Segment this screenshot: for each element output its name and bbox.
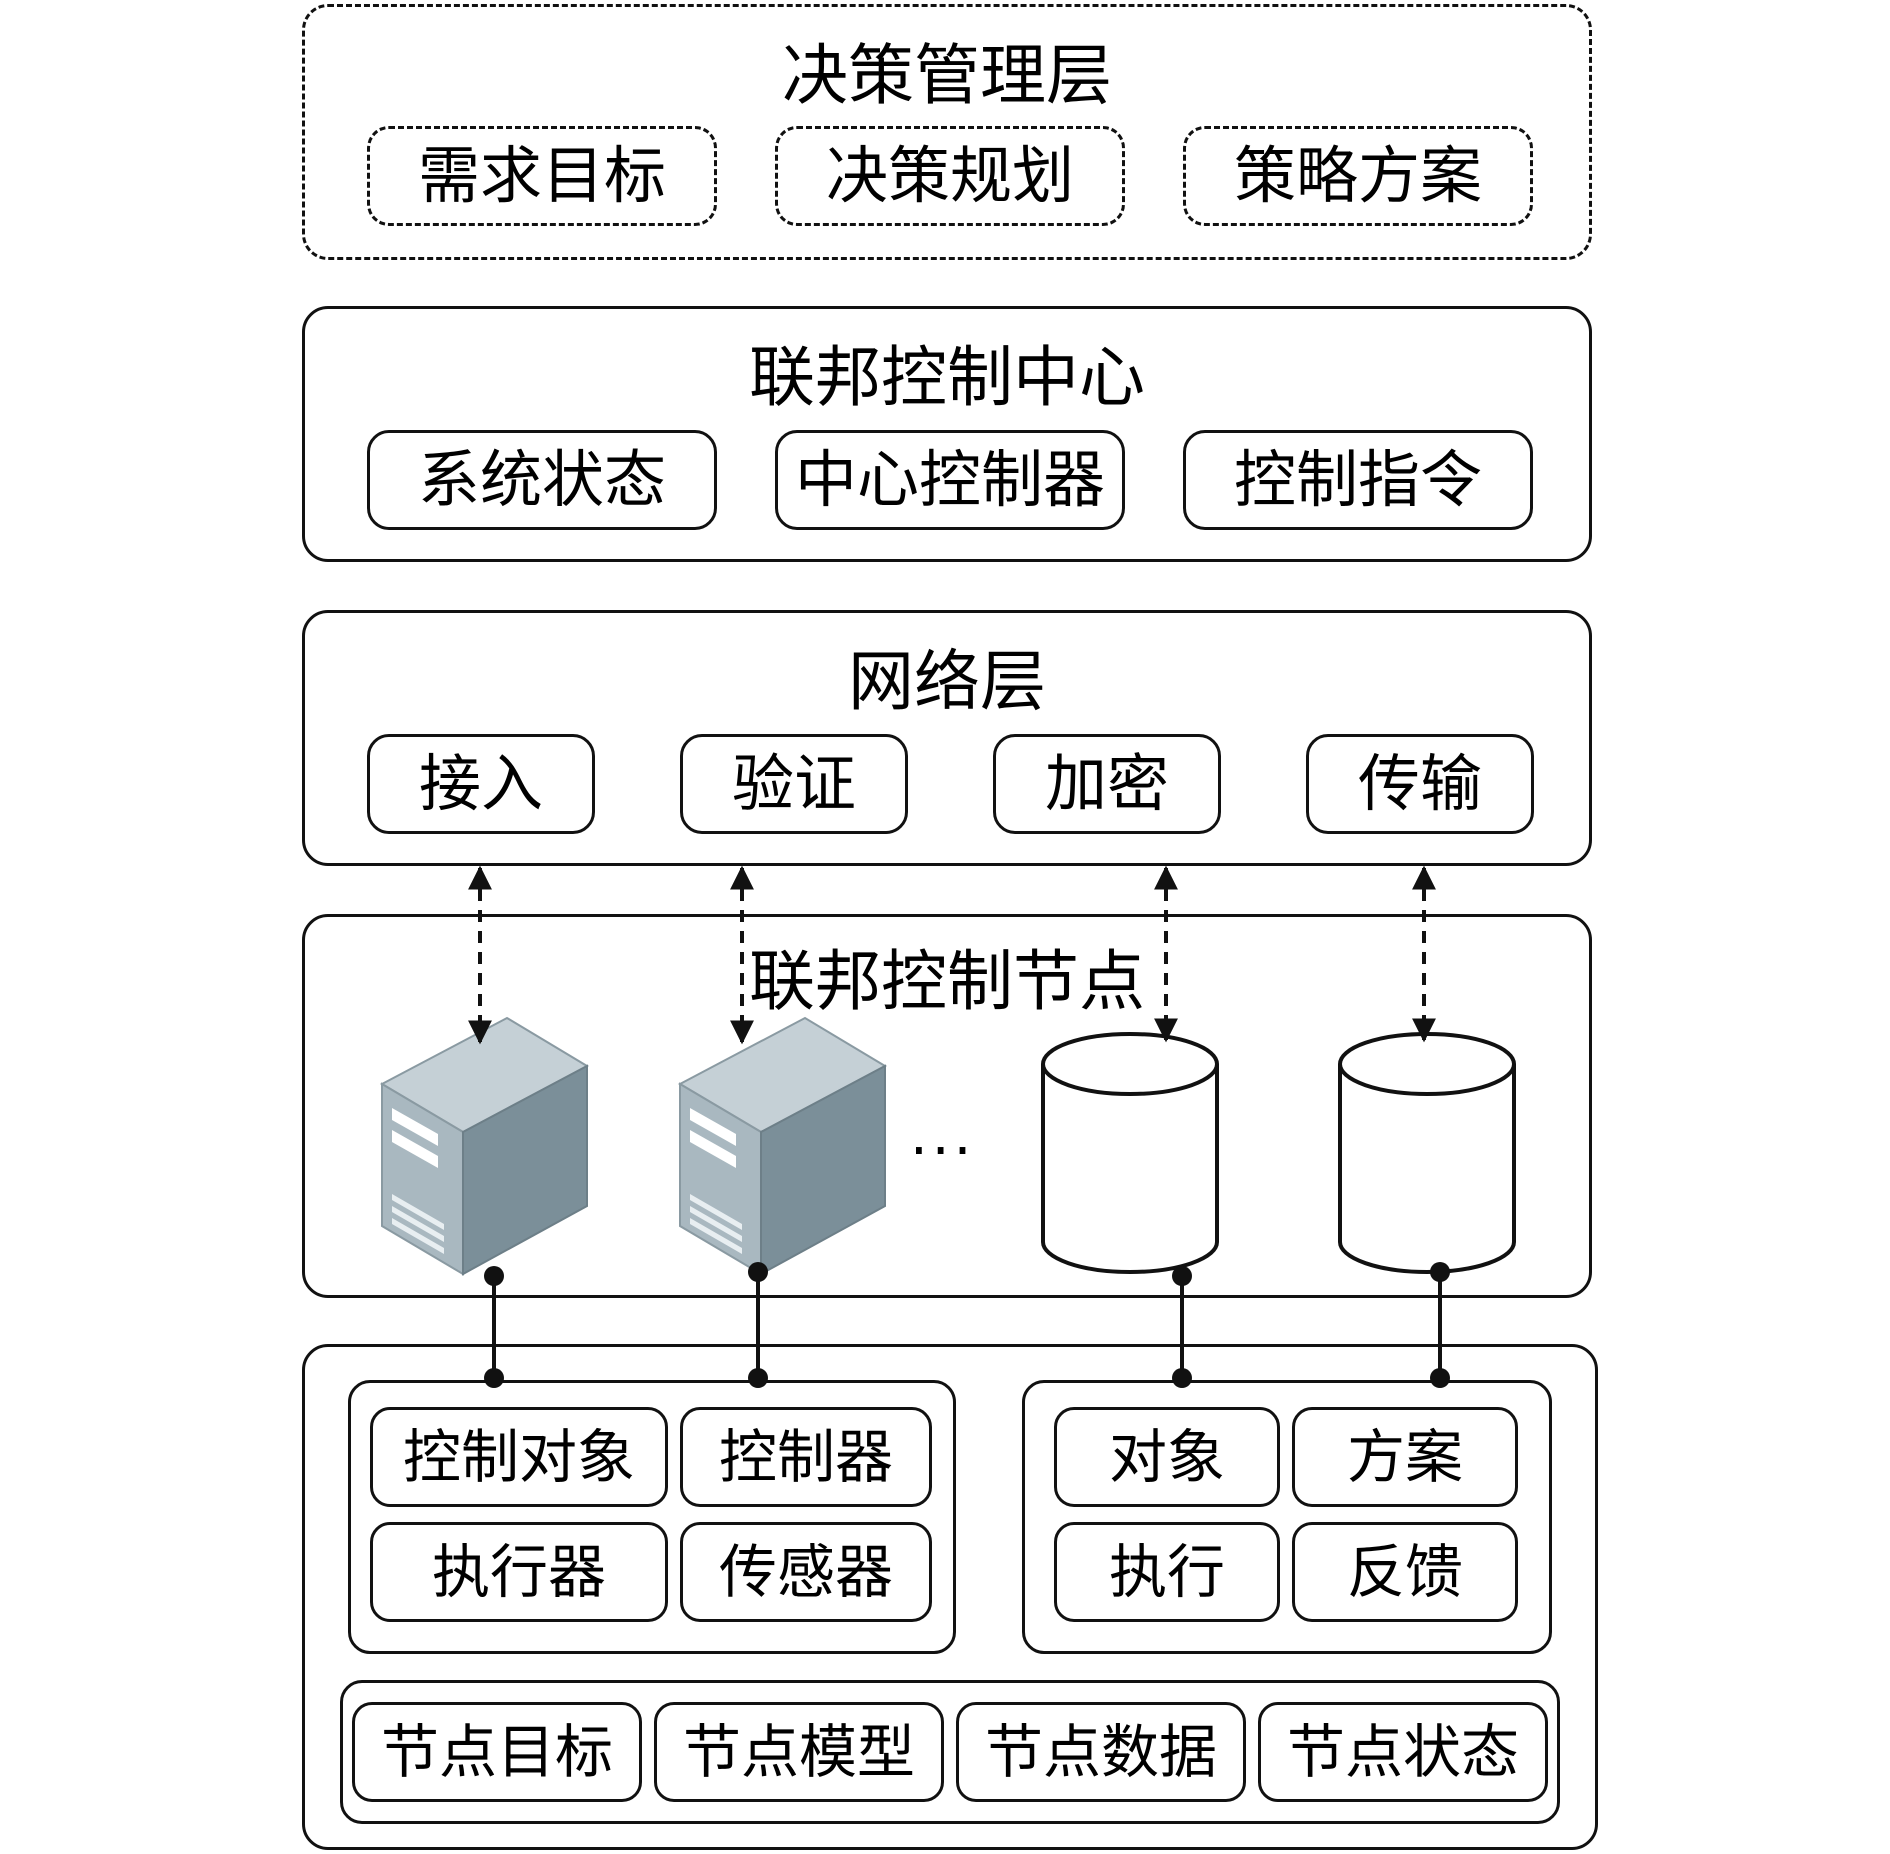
node-left-item: 执行器 xyxy=(370,1522,668,1622)
connector xyxy=(1172,1266,1192,1388)
node-right-item: 反馈 xyxy=(1292,1522,1518,1622)
control-nodes-layer: 联邦控制节点 xyxy=(302,914,1592,1298)
network-layer: 网络层 xyxy=(302,610,1592,866)
node-bottom-item: 节点目标 xyxy=(352,1702,642,1802)
node-left-group xyxy=(348,1380,956,1654)
node-right-item: 对象 xyxy=(1054,1407,1280,1507)
node-left-item: 控制器 xyxy=(680,1407,932,1507)
node-bottom-item: 节点状态 xyxy=(1258,1702,1548,1802)
node-right-item: 执行 xyxy=(1054,1522,1280,1622)
decision-item: 决策规划 xyxy=(775,126,1125,226)
node-bottom-item: 节点模型 xyxy=(654,1702,944,1802)
server-icon xyxy=(677,1016,888,1276)
decision-item: 需求目标 xyxy=(367,126,717,226)
control-nodes-title: 联邦控制节点 xyxy=(749,943,1145,1020)
connector xyxy=(748,1262,768,1388)
network-item: 验证 xyxy=(680,734,908,834)
node-right-item: 方案 xyxy=(1292,1407,1518,1507)
server-icon xyxy=(379,1016,590,1276)
connector xyxy=(484,1266,504,1388)
network-item: 加密 xyxy=(993,734,1221,834)
control-center-item: 中心控制器 xyxy=(775,430,1125,530)
decision-layer: 决策管理层 xyxy=(302,4,1592,260)
database-icon xyxy=(1338,1032,1516,1274)
nodes-ellipsis: ... xyxy=(910,1103,976,1168)
decision-item: 策略方案 xyxy=(1183,126,1533,226)
control-center-item: 控制指令 xyxy=(1183,430,1533,530)
control-center-title: 联邦控制中心 xyxy=(749,339,1145,416)
node-left-item: 控制对象 xyxy=(370,1407,668,1507)
node-left-item: 传感器 xyxy=(680,1522,932,1622)
decision-layer-title: 决策管理层 xyxy=(782,37,1112,114)
connector xyxy=(1430,1262,1450,1388)
database-icon xyxy=(1041,1032,1219,1274)
network-layer-title: 网络层 xyxy=(848,643,1046,720)
control-center-item: 系统状态 xyxy=(367,430,717,530)
node-bottom-item: 节点数据 xyxy=(956,1702,1246,1802)
control-center-layer: 联邦控制中心 xyxy=(302,306,1592,562)
node-right-group xyxy=(1022,1380,1552,1654)
node-layer xyxy=(302,1344,1598,1850)
network-item: 接入 xyxy=(367,734,595,834)
node-bottom-group xyxy=(340,1680,1560,1824)
network-item: 传输 xyxy=(1306,734,1534,834)
